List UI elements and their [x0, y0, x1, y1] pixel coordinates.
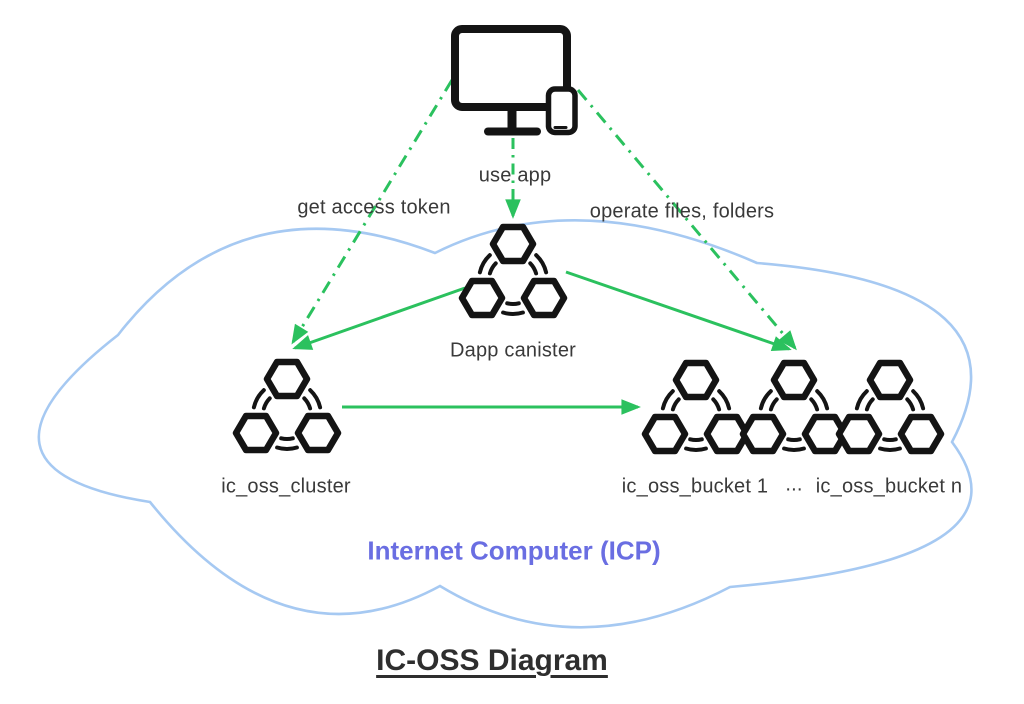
node-label-oss-cluster: ic_oss_cluster: [221, 475, 351, 498]
network-label-icp: Internet Computer (ICP): [367, 535, 661, 566]
icp-cloud-outline: [37, 219, 973, 629]
arrow-dapp-to-cluster: [292, 286, 466, 350]
desktop-and-phone-icon: [451, 25, 578, 136]
monitor-icon: [451, 25, 571, 136]
node-label-bucket-ellipsis: ...: [785, 473, 803, 496]
phone-icon: [545, 86, 578, 136]
arrow-get-access-token: [291, 79, 454, 345]
canister-icon-dapp: [462, 227, 564, 315]
edge-label-get-access-token: get access token: [297, 196, 451, 219]
node-label-oss-bucket-1: ic_oss_bucket 1: [621, 475, 769, 498]
node-label-dapp-canister: Dapp canister: [450, 339, 576, 362]
arrow-dapp-to-bucket: [565, 270, 792, 351]
canister-icon-bucket-mid: [743, 363, 845, 451]
canister-icon-bucket-1: [645, 363, 747, 451]
canister-icon-cluster: [236, 362, 338, 450]
node-label-oss-bucket-n: ic_oss_bucket n: [815, 475, 963, 498]
edge-label-operate-files: operate files, folders: [589, 200, 775, 223]
canister-icon-bucket-n: [839, 363, 941, 451]
edge-label-use-app: use app: [478, 164, 552, 187]
page-title: IC-OSS Diagram: [376, 644, 608, 677]
arrow-operate-files: [576, 89, 797, 351]
